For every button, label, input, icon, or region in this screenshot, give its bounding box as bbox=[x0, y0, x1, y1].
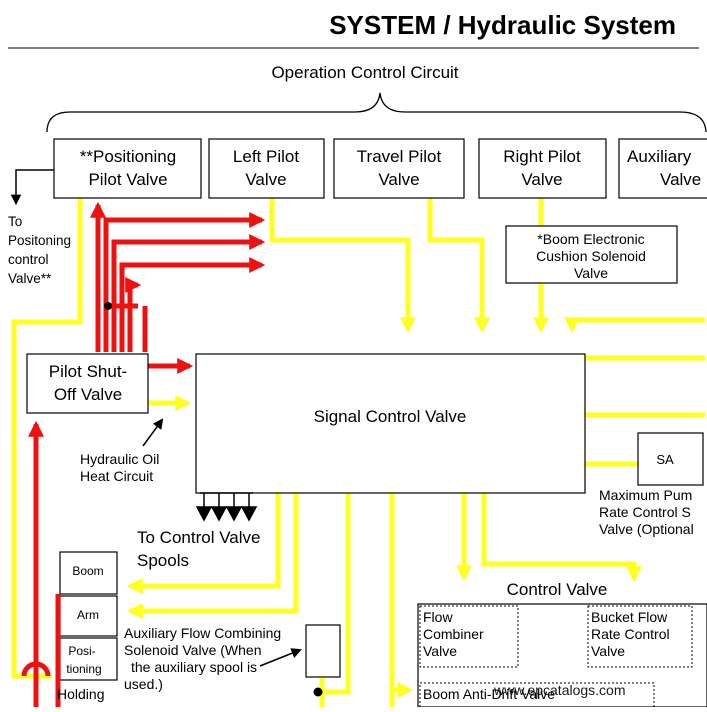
pilot-shutoff-valve: Pilot Shut- Off Valve bbox=[26, 353, 149, 414]
svg-text:Cushion Solenoid: Cushion Solenoid bbox=[536, 248, 646, 264]
svg-text:control: control bbox=[8, 252, 49, 267]
svg-text:Off Valve: Off Valve bbox=[54, 385, 122, 404]
svg-text:Heat Circuit: Heat Circuit bbox=[80, 468, 153, 484]
bucket-flow-rate-valve: Bucket Flow Rate Control Valve bbox=[587, 605, 693, 668]
spool-outputs bbox=[195, 492, 258, 522]
right-pilot-valve: Right Pilot Valve bbox=[478, 138, 607, 199]
svg-text:Boom Anti-Drift Valve: Boom Anti-Drift Valve bbox=[423, 686, 555, 702]
circuit-brace bbox=[46, 92, 707, 133]
svg-text:Positoning: Positoning bbox=[8, 233, 71, 248]
holding-label: Holding bbox=[57, 686, 104, 702]
positioning-pilot-valve: **Positioning Pilot Valve bbox=[53, 138, 202, 199]
heat-circuit-arrow bbox=[142, 418, 164, 447]
to-positioning-arrow bbox=[10, 169, 54, 206]
junction-dot bbox=[104, 302, 112, 310]
svg-text:To: To bbox=[8, 214, 22, 229]
flow-combiner-valve: Flow Combiner Valve bbox=[419, 605, 519, 668]
svg-text:Valve: Valve bbox=[245, 170, 286, 189]
svg-text:Valve: Valve bbox=[378, 170, 419, 189]
aux-flow-arrow bbox=[259, 648, 302, 667]
svg-text:Valve**: Valve** bbox=[8, 271, 52, 286]
aux-junction-dot bbox=[313, 687, 323, 697]
svg-text:Spools: Spools bbox=[137, 551, 189, 570]
hydraulic-oil-heat-label: Hydraulic Oil Heat Circuit bbox=[80, 451, 159, 484]
svg-text:Bucket Flow: Bucket Flow bbox=[591, 609, 668, 625]
to-positioning-label: To Positoning control Valve** bbox=[8, 214, 71, 286]
svg-text:Right Pilot: Right Pilot bbox=[503, 147, 581, 166]
svg-text:Flow: Flow bbox=[423, 609, 453, 625]
svg-text:Pilot Valve: Pilot Valve bbox=[88, 170, 167, 189]
line-hop bbox=[21, 661, 51, 677]
svg-text:Valve: Valve bbox=[423, 643, 457, 659]
control-valve-title: Control Valve bbox=[507, 580, 608, 599]
svg-text:Solenoid Valve (When: Solenoid Valve (When bbox=[124, 642, 261, 658]
boom-anti-drift-valve: Boom Anti-Drift Valve bbox=[419, 682, 655, 708]
svg-text:Rate Control: Rate Control bbox=[591, 626, 670, 642]
watermark: www.epcatalogs.com bbox=[493, 682, 626, 698]
svg-text:the auxiliary spool is: the auxiliary spool is bbox=[131, 659, 257, 675]
svg-text:Hydraulic Oil: Hydraulic Oil bbox=[80, 451, 159, 467]
svg-text:**Positioning: **Positioning bbox=[80, 147, 176, 166]
svg-text:Valve: Valve bbox=[591, 643, 625, 659]
svg-text:Valve: Valve bbox=[521, 170, 562, 189]
signal-control-valve: Signal Control Valve bbox=[195, 353, 586, 494]
svg-text:Posi-: Posi- bbox=[68, 644, 95, 658]
svg-text:Auxiliary Flow Combining: Auxiliary Flow Combining bbox=[124, 625, 281, 641]
svg-text:Left Pilot: Left Pilot bbox=[233, 147, 299, 166]
sa-solenoid: SA bbox=[637, 432, 704, 486]
svg-text:Valve (Optional: Valve (Optional bbox=[599, 521, 694, 537]
auxiliary-pilot-valve: Auxiliary Valve bbox=[618, 138, 707, 199]
aux-flow-solenoid-valve bbox=[305, 624, 341, 678]
svg-text:tioning: tioning bbox=[66, 662, 101, 676]
svg-text:Rate Control S: Rate Control S bbox=[599, 504, 691, 520]
signal-oil-lines bbox=[11, 198, 705, 707]
svg-text:To Control Valve: To Control Valve bbox=[137, 528, 260, 547]
to-control-valve-spools-label: To Control Valve Spools bbox=[137, 528, 260, 570]
page-title: SYSTEM / Hydraulic System bbox=[329, 10, 676, 40]
aux-flow-label: Auxiliary Flow Combining Solenoid Valve … bbox=[124, 625, 281, 692]
svg-text:used.): used.) bbox=[124, 676, 163, 692]
svg-text:SA: SA bbox=[656, 452, 674, 467]
control-valve-body bbox=[417, 603, 707, 708]
svg-text:Combiner: Combiner bbox=[423, 626, 484, 642]
svg-text:Maximum Pum: Maximum Pum bbox=[599, 487, 692, 503]
svg-text:Boom: Boom bbox=[72, 564, 103, 578]
left-pilot-valve: Left Pilot Valve bbox=[208, 138, 325, 199]
svg-text:Valve: Valve bbox=[574, 265, 608, 281]
boom-cushion-solenoid-valve: *Boom Electronic Cushion Solenoid Valve bbox=[505, 225, 678, 284]
svg-text:Pilot Shut-: Pilot Shut- bbox=[49, 362, 127, 381]
svg-text:Valve: Valve bbox=[660, 170, 701, 189]
spool-positioning: Posi- tioning bbox=[59, 637, 118, 681]
spool-arm: Arm bbox=[59, 595, 118, 637]
circuit-label: Operation Control Circuit bbox=[271, 63, 458, 82]
svg-text:Travel Pilot: Travel Pilot bbox=[357, 147, 442, 166]
svg-text:Auxiliary: Auxiliary bbox=[627, 147, 692, 166]
svg-text:*Boom Electronic: *Boom Electronic bbox=[537, 231, 644, 247]
max-pump-rate-label: Maximum Pum Rate Control S Valve (Option… bbox=[599, 487, 694, 537]
spool-boom: Boom bbox=[59, 551, 118, 595]
travel-pilot-valve: Travel Pilot Valve bbox=[333, 138, 465, 199]
svg-text:Signal Control Valve: Signal Control Valve bbox=[314, 407, 467, 426]
svg-text:Arm: Arm bbox=[77, 608, 99, 622]
